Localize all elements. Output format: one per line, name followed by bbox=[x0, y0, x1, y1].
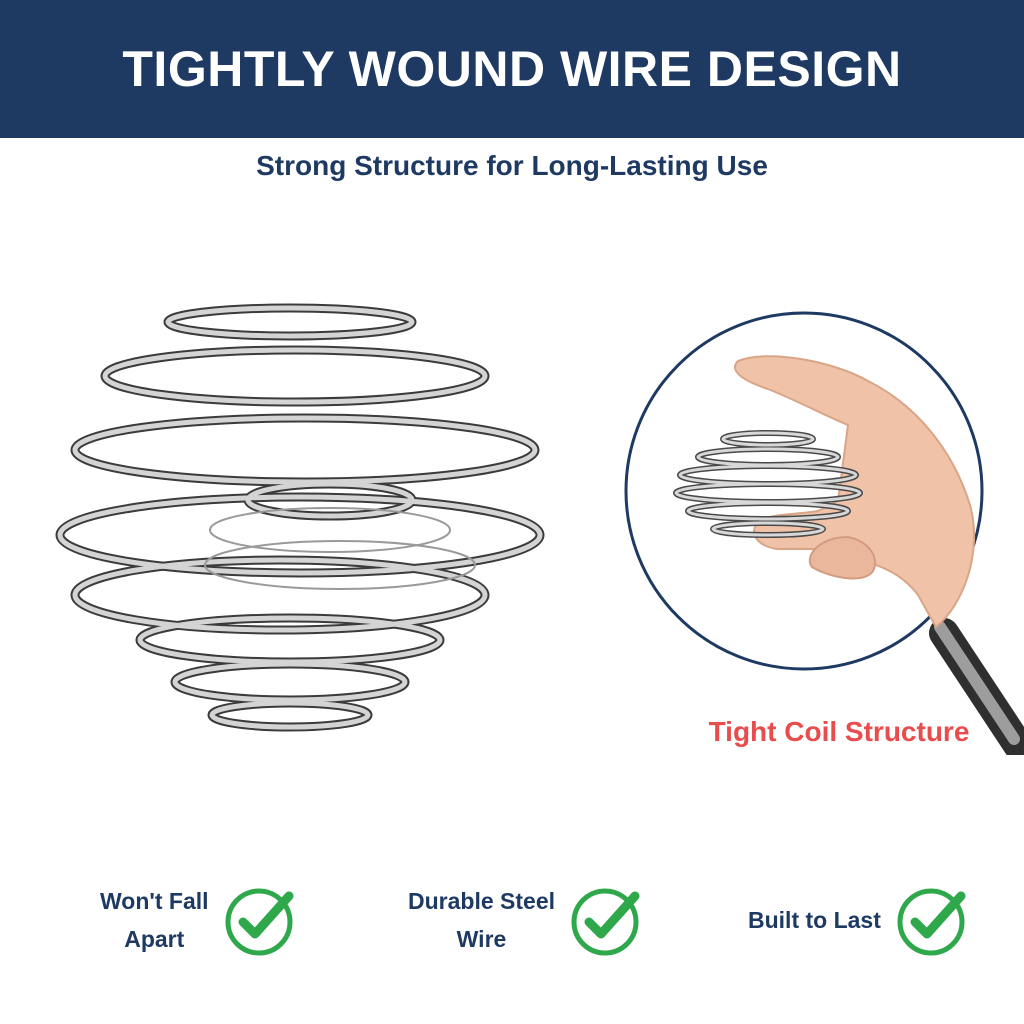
feature-label: Built to Last bbox=[748, 907, 881, 933]
feature-built-to-last: Built to Last bbox=[748, 870, 971, 970]
subtitle: Strong Structure for Long-Lasting Use bbox=[256, 150, 768, 181]
checkmark-circle-icon bbox=[897, 888, 966, 956]
page-title: TIGHTLY WOUND WIRE DESIGN bbox=[122, 41, 902, 97]
checkmark-circle-icon bbox=[225, 888, 294, 956]
feature-label: Durable Steel Wire bbox=[408, 888, 555, 952]
checkmark-circle-icon bbox=[571, 888, 640, 956]
feature-list: Won't Fall Apart Durable Steel Wire Buil… bbox=[0, 870, 1024, 970]
magnifier-handle bbox=[929, 618, 1024, 755]
header-banner: TIGHTLY WOUND WIRE DESIGN bbox=[0, 0, 1024, 138]
magnifying-glass-icon bbox=[624, 311, 1024, 755]
wire-whisk-ball-icon bbox=[55, 303, 545, 732]
feature-durable-steel-wire: Durable Steel Wire bbox=[408, 870, 645, 970]
tight-coil-callout: Tight Coil Structure bbox=[708, 716, 970, 747]
feature-label: Won't Fall Apart bbox=[100, 888, 209, 952]
small-spring-icon bbox=[673, 430, 863, 538]
feature-wont-fall-apart: Won't Fall Apart bbox=[100, 870, 299, 970]
